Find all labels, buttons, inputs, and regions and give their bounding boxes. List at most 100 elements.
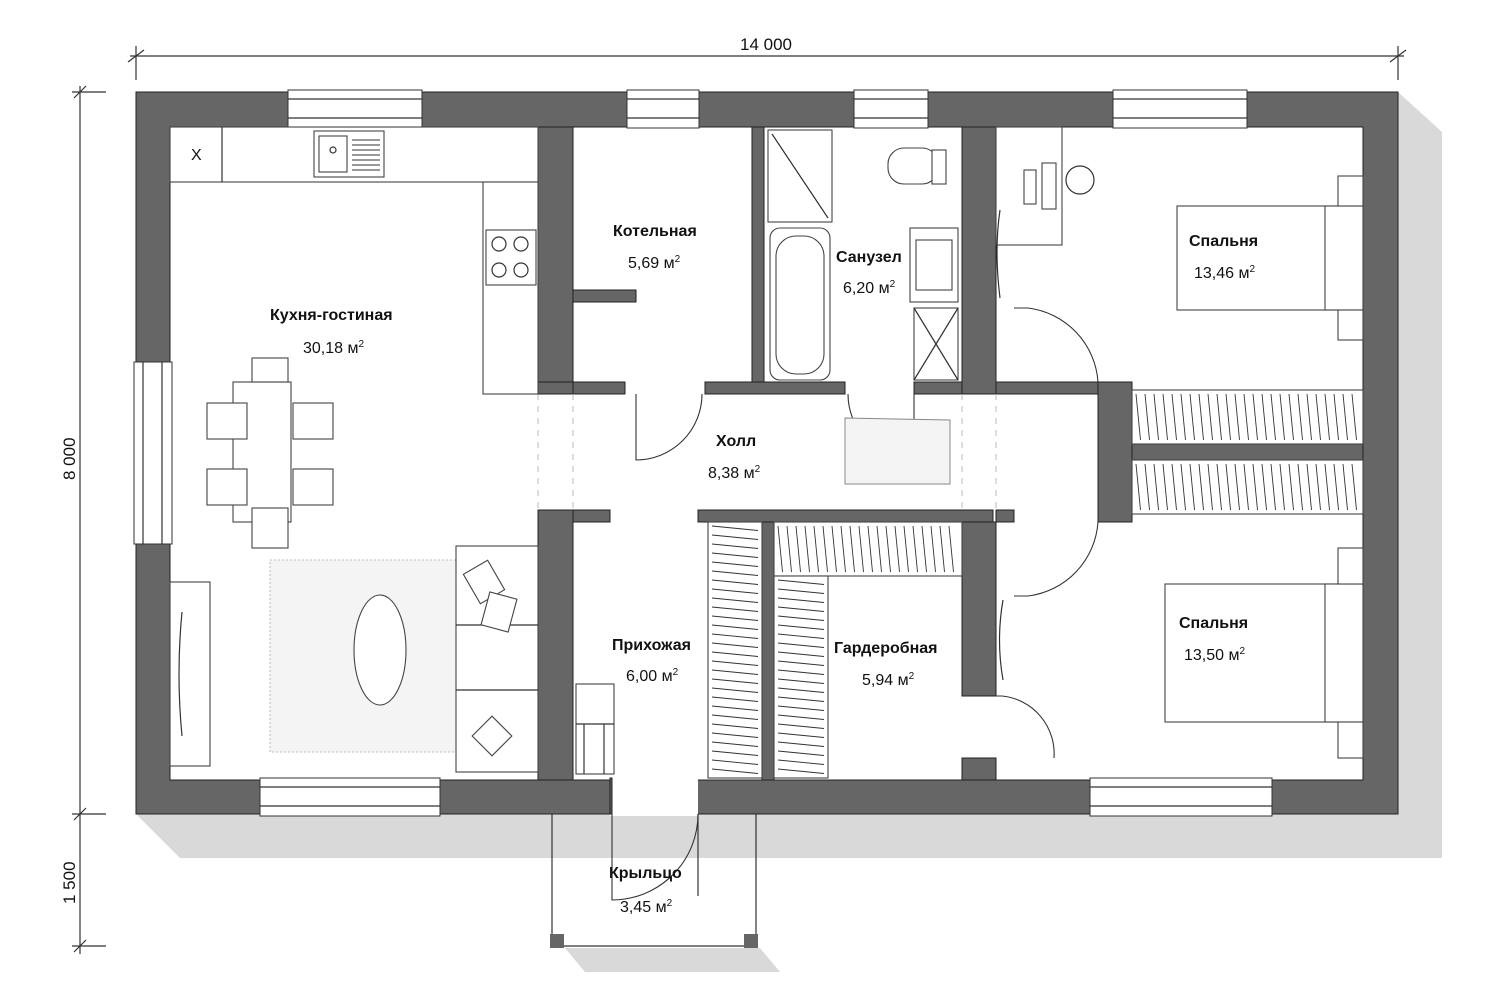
svg-text:5,94 м2: 5,94 м2	[862, 671, 915, 689]
area-unit-sup: 2	[755, 464, 761, 475]
closet-hatch-line	[1207, 393, 1213, 441]
room-label-boiler: Котельная 5,69 м2	[613, 223, 697, 272]
svg-text:13,46 м2: 13,46 м2	[1194, 264, 1255, 282]
closet-hatch-line	[777, 597, 825, 603]
hall-mat	[844, 417, 951, 485]
closet-hatch-line	[1225, 463, 1231, 511]
closet-hatch-line	[777, 615, 825, 621]
closet-hatch-line	[948, 525, 954, 573]
room-area: 3,45 м	[620, 899, 667, 916]
closet-hatch-line	[1279, 393, 1285, 441]
closet-hatch-line	[777, 642, 825, 648]
closet-hatch-line	[1198, 463, 1204, 511]
closet-hatch-line	[1153, 463, 1159, 511]
room-name: Прихожая	[612, 637, 691, 654]
closet-hatch-line	[1234, 463, 1240, 511]
room-name: Котельная	[613, 223, 697, 240]
room-area: 5,69 м	[628, 255, 675, 272]
closet-hatch-line	[1180, 393, 1186, 441]
closet-hatch-line	[1324, 463, 1330, 511]
closet-hatch-line	[711, 642, 759, 648]
closet-hatch-line	[1315, 393, 1321, 441]
area-unit-sup: 2	[673, 667, 679, 678]
svg-text:8,38 м2: 8,38 м2	[708, 464, 761, 482]
closet-hatch-line	[1153, 393, 1159, 441]
closet-hatch-line	[885, 525, 891, 573]
closet-hatch-line	[711, 669, 759, 675]
closet-hatch-line	[711, 561, 759, 567]
sofa	[455, 545, 539, 773]
closet-hatch-line	[1252, 393, 1258, 441]
closet-hatch-line	[1252, 463, 1258, 511]
room-label-kitchen: Кухня-гостиная 30,18 м2	[270, 307, 393, 357]
closet-hatch-line	[1207, 463, 1213, 511]
room-label-bathroom: Санузел 6,20 м2	[836, 249, 902, 297]
closet-hatch-line	[711, 588, 759, 594]
closet-hatch-line	[1135, 393, 1141, 441]
closet-hatch-line	[711, 534, 759, 540]
room-name: Гардеробная	[834, 640, 938, 657]
svg-text:6,20 м2: 6,20 м2	[843, 279, 896, 297]
closet-hatch-line	[849, 525, 855, 573]
closet-hatch-line	[711, 759, 759, 765]
closet-hatch-line	[711, 543, 759, 549]
closet-hatch-line	[711, 651, 759, 657]
svg-text:13,50 м2: 13,50 м2	[1184, 646, 1245, 664]
closet-hatch-line	[777, 525, 783, 573]
closets	[707, 389, 1364, 779]
room-label-wardrobe: Гардеробная 5,94 м2	[834, 640, 938, 689]
closet-hatch-line	[711, 678, 759, 684]
room-area: 5,94 м	[862, 672, 909, 689]
closet-hatch-line	[795, 525, 801, 573]
closet-hatch-line	[867, 525, 873, 573]
closet-hatch-line	[894, 525, 900, 573]
closet-hatch-line	[711, 741, 759, 747]
closet-hatch-line	[1333, 393, 1339, 441]
closet-hatch-line	[813, 525, 819, 573]
closet-hatch-line	[1288, 463, 1294, 511]
closet-hatch-line	[1189, 463, 1195, 511]
closet-hatch-line	[777, 741, 825, 747]
closet-hatch-line	[711, 570, 759, 576]
closet-hatching	[711, 393, 1357, 774]
closet-hatch-line	[831, 525, 837, 573]
area-unit-sup: 2	[890, 279, 896, 290]
closet-hatch-line	[786, 525, 792, 573]
closet-hatch-line	[711, 660, 759, 666]
closet-hatch-line	[1261, 463, 1267, 511]
closet-hatch-line	[777, 759, 825, 765]
closet-hatch-line	[1198, 393, 1204, 441]
svg-text:5,69 м2: 5,69 м2	[628, 254, 681, 272]
closet-hatch-line	[1279, 463, 1285, 511]
closet-hatch-line	[1333, 463, 1339, 511]
tv-console	[169, 581, 211, 767]
closet-hatch-line	[777, 588, 825, 594]
room-area: 30,18 м	[303, 340, 358, 357]
rug	[269, 559, 457, 753]
entry-bench	[575, 683, 615, 775]
closet-hatch-line	[711, 552, 759, 558]
dimension-width: 14 000	[740, 35, 792, 54]
area-unit-sup: 2	[1249, 264, 1255, 275]
room-label-bedroom2: Спальня 13,50 м2	[1179, 615, 1248, 664]
closet-hatch-line	[804, 525, 810, 573]
svg-text:3,45 м2: 3,45 м2	[620, 898, 673, 916]
interior-walls	[537, 126, 1364, 815]
closet-hatch-line	[1180, 463, 1186, 511]
room-name: Санузел	[836, 249, 902, 266]
closet-hatch-line	[711, 687, 759, 693]
closet-hatch-line	[711, 615, 759, 621]
room-area: 6,20 м	[843, 280, 890, 297]
closet-hatch-line	[777, 723, 825, 729]
closet-hatch-line	[777, 750, 825, 756]
dining-table	[206, 357, 334, 549]
room-name: Кухня-гостиная	[270, 307, 393, 324]
closet-hatch-line	[1171, 463, 1177, 511]
windows	[133, 89, 1273, 817]
area-unit-sup: 2	[667, 898, 673, 909]
closet-hatch-line	[930, 525, 936, 573]
closet-hatch-line	[1315, 463, 1321, 511]
closet-hatch-line	[1351, 393, 1357, 441]
closet-hatch-line	[777, 714, 825, 720]
